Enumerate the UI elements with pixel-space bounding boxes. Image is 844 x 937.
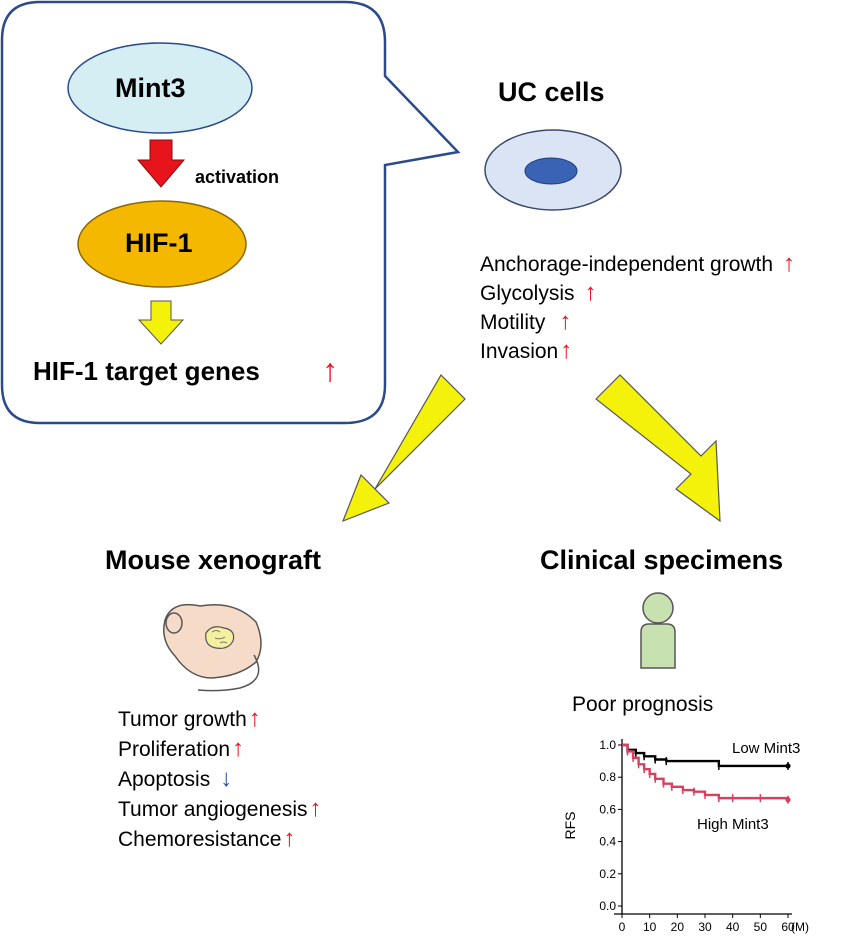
x-tick-label: 10 — [643, 920, 657, 934]
survival-chart: 0.0 0.2 0.4 0.6 0.8 1.0 0 10 20 30 40 50 60(M) RFS Low… — [562, 738, 809, 934]
hif1-to-targets-arrow — [137, 300, 185, 345]
x-unit-label: (M) — [791, 920, 809, 934]
up-arrow-icon: ↑ — [309, 795, 322, 822]
series-label-low: Low Mint3 — [732, 740, 800, 757]
arrow-to-xenograft — [341, 374, 466, 523]
up-arrow-icon: ↑ — [283, 825, 296, 852]
series-end-point — [785, 763, 791, 769]
xenograft-effect-item-label: Apoptosis — [118, 768, 211, 791]
x-tick-label: 40 — [726, 920, 740, 934]
up-arrow-icon: ↑ — [559, 308, 572, 335]
y-axis-label: RFS — [562, 812, 578, 840]
x-tick-label: 0 — [619, 920, 626, 934]
mint3-ellipse — [67, 42, 253, 134]
uc-effect-item-label: Invasion — [480, 340, 559, 363]
activation-arrow — [136, 139, 186, 188]
y-tick-label: 0.8 — [599, 770, 616, 784]
xenograft-effect-item: Apoptosis ↓ — [118, 765, 232, 793]
x-tick-label: 30 — [698, 920, 712, 934]
xenograft-effect-item-label: Proliferation — [118, 738, 231, 761]
series-line-0 — [622, 743, 788, 768]
y-tick-label: 0.2 — [599, 867, 616, 881]
y-tick-label: 1.0 — [599, 738, 616, 752]
y-tick-label: 0.0 — [599, 899, 616, 913]
xenograft-title: Mouse xenograft — [105, 545, 322, 575]
xenograft-effect-item: Chemoresistance↑ — [118, 825, 295, 853]
uc-effect-item-label: Motility — [480, 311, 546, 334]
xenograft-effect-item-label: Tumor growth — [118, 708, 247, 731]
prognosis-label: Poor prognosis — [572, 693, 714, 716]
xenograft-effect-item: Tumor growth↑ — [118, 705, 261, 733]
arrow-to-clinical — [595, 374, 721, 523]
up-arrow-icon: ↑ — [560, 337, 573, 364]
xenograft-effect-item: Proliferation↑ — [118, 735, 244, 763]
uc-cell-nucleus — [524, 157, 578, 185]
mouse-icon — [163, 603, 262, 692]
xenograft-effect-item: Tumor angiogenesis↑ — [118, 795, 322, 823]
xenograft-effect-item-label: Chemoresistance — [118, 828, 282, 851]
mint3-label: Mint3 — [115, 73, 186, 103]
target-genes-up-arrow: ↑ — [322, 352, 338, 388]
person-icon — [640, 592, 676, 669]
uc-effect-item: Motility ↑ — [480, 308, 571, 336]
series-label-high: High Mint3 — [697, 816, 769, 833]
up-arrow-icon: ↑ — [584, 279, 597, 306]
x-tick-label: 60 — [781, 920, 795, 934]
up-arrow-icon: ↑ — [232, 735, 245, 762]
y-tick-label: 0.6 — [599, 802, 616, 816]
uc-effect-item-label: Anchorage-independent growth — [480, 253, 774, 276]
x-tick-label: 50 — [754, 920, 768, 934]
uc-effect-item: Anchorage-independent growth ↑ — [480, 250, 795, 278]
activation-label: activation — [195, 167, 280, 187]
down-arrow-icon: ↓ — [220, 765, 233, 792]
xenograft-effect-item-label: Tumor angiogenesis — [118, 798, 308, 821]
clinical-title: Clinical specimens — [540, 545, 784, 575]
uc-effect-item: Glycolysis ↑ — [480, 279, 597, 307]
up-arrow-icon: ↑ — [783, 250, 796, 277]
up-arrow-icon: ↑ — [248, 705, 261, 732]
y-tick-label: 0.4 — [599, 835, 616, 849]
target-genes-label: HIF-1 target genes — [33, 356, 260, 386]
uc-effect-item: Invasion↑ — [480, 337, 572, 365]
series-end-point — [785, 797, 791, 803]
hif1-ellipse — [77, 200, 247, 288]
uc-cells-title: UC cells — [498, 77, 605, 107]
uc-effect-item-label: Glycolysis — [480, 282, 575, 305]
x-tick-label: 20 — [671, 920, 685, 934]
hif1-label: HIF-1 — [125, 228, 193, 258]
